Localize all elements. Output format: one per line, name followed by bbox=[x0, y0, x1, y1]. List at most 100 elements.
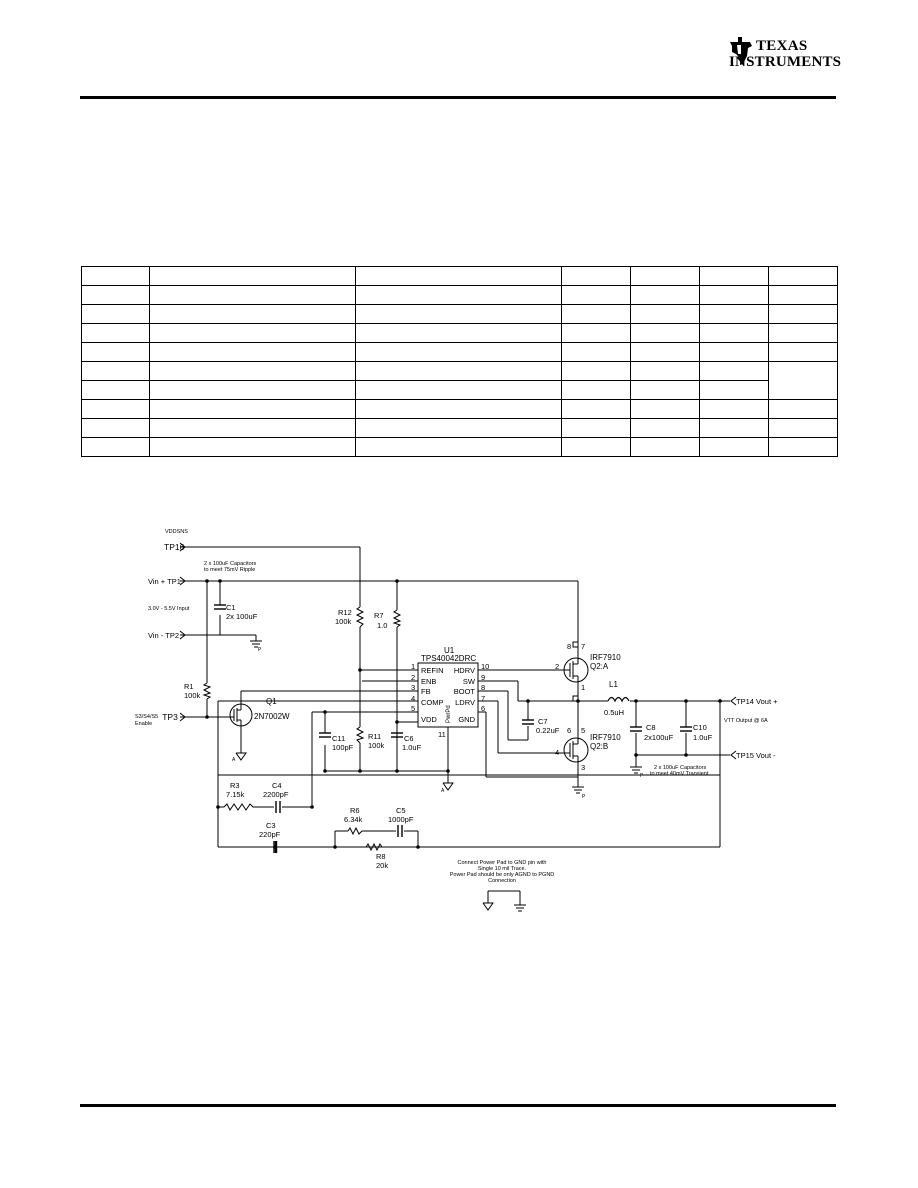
table-row bbox=[81, 437, 838, 457]
r7-symbol bbox=[392, 609, 402, 628]
table-cell bbox=[561, 380, 631, 400]
table-row bbox=[81, 380, 838, 400]
table-cell bbox=[768, 266, 838, 286]
r12-symbol bbox=[355, 606, 365, 628]
schematic-wires bbox=[180, 546, 730, 848]
table-cell bbox=[149, 266, 356, 286]
u1-pin-num: 3 bbox=[411, 683, 415, 692]
ground-p-label: P bbox=[258, 647, 262, 653]
ti-logo-icon bbox=[730, 37, 752, 65]
u1-pin-name: ENB bbox=[421, 677, 436, 686]
table-row bbox=[81, 418, 838, 438]
table-cell bbox=[630, 399, 700, 419]
table-cell bbox=[699, 399, 769, 419]
table-cell bbox=[81, 437, 150, 457]
table-cell bbox=[149, 418, 356, 438]
table-cell bbox=[355, 437, 562, 457]
r7-ref: R7 bbox=[374, 611, 384, 620]
u1-pin-num: 10 bbox=[481, 662, 489, 671]
footer-rule bbox=[80, 1104, 836, 1107]
table-cell bbox=[699, 285, 769, 305]
u1-pad-label: PwrPd bbox=[446, 705, 452, 723]
c10-symbol bbox=[680, 726, 692, 732]
u1-pin-name: HDRV bbox=[454, 666, 475, 675]
r11-symbol bbox=[355, 726, 365, 744]
u1-pin-num: 1 bbox=[411, 662, 415, 671]
r6-value: 6.34k bbox=[344, 815, 363, 824]
table-cell bbox=[630, 266, 700, 286]
table-cell bbox=[149, 399, 356, 419]
net-vddsns-label: VDDSNS bbox=[165, 529, 188, 535]
table-cell bbox=[149, 323, 356, 343]
c5-ref: C5 bbox=[396, 806, 406, 815]
q2b-pin: 5 bbox=[581, 726, 585, 735]
tp3-label: TP3 bbox=[162, 712, 178, 722]
ground-a-label: A bbox=[232, 757, 236, 763]
table-cell bbox=[630, 304, 700, 324]
c6-value: 1.0uF bbox=[402, 743, 422, 752]
c8-value: 2x100uF bbox=[644, 733, 674, 742]
c10-ref: C10 bbox=[693, 723, 707, 732]
r6-ref: R6 bbox=[350, 806, 360, 815]
junction-dots bbox=[205, 579, 722, 849]
u1-pin-name: SW bbox=[463, 677, 476, 686]
table-cell bbox=[355, 323, 562, 343]
c7-ref: C7 bbox=[538, 717, 548, 726]
c4-symbol bbox=[275, 801, 281, 813]
brand-line2: INSTRUMENTS bbox=[729, 54, 842, 70]
c7-value: 0.22uF bbox=[536, 726, 560, 735]
table-cell bbox=[149, 342, 356, 362]
table-row bbox=[81, 285, 838, 305]
ground-p-icon bbox=[514, 904, 526, 912]
u1-pin-num: 7 bbox=[481, 694, 485, 703]
q2a-pin: 2 bbox=[555, 662, 559, 671]
table-cell bbox=[561, 285, 631, 305]
q1-ref: Q1 bbox=[266, 697, 277, 706]
tp16-label: TP16 bbox=[164, 542, 185, 552]
table-cell bbox=[561, 399, 631, 419]
table-cell bbox=[768, 361, 838, 400]
table-cell bbox=[630, 323, 700, 343]
u1-pin-name: BOOT bbox=[454, 687, 476, 696]
table-cell bbox=[561, 304, 631, 324]
c7-symbol bbox=[522, 719, 534, 725]
ground-a-icon bbox=[235, 752, 247, 761]
brand-line1: TEXAS bbox=[756, 38, 808, 54]
c10-value: 1.0uF bbox=[693, 733, 713, 742]
c5-symbol bbox=[397, 825, 403, 837]
parts-table bbox=[81, 266, 838, 457]
table-cell bbox=[81, 304, 150, 324]
connector-arrows bbox=[179, 542, 737, 760]
table-cell bbox=[355, 285, 562, 305]
r11-value: 100k bbox=[368, 741, 385, 750]
u1-pin-name: FB bbox=[421, 687, 431, 696]
table-cell bbox=[630, 418, 700, 438]
table-cell bbox=[768, 323, 838, 343]
table-cell bbox=[149, 361, 356, 381]
table-cell bbox=[561, 266, 631, 286]
q2b-ref: IRF7910 bbox=[590, 733, 621, 742]
table-cell bbox=[768, 418, 838, 438]
table-cell bbox=[699, 380, 769, 400]
note-output-1: 2 x 100uF Capacitors bbox=[654, 765, 707, 771]
table-cell bbox=[355, 380, 562, 400]
ground-p-label: P bbox=[640, 773, 644, 779]
capacitor-symbols bbox=[214, 604, 692, 853]
u1-pin-num: 2 bbox=[411, 673, 415, 682]
table-row bbox=[81, 304, 838, 324]
u1-pin-num: 8 bbox=[481, 683, 485, 692]
ground-p-icon bbox=[250, 640, 262, 648]
q2a-symbol bbox=[560, 641, 589, 683]
c8-ref: C8 bbox=[646, 723, 656, 732]
table-cell bbox=[699, 437, 769, 457]
table-cell bbox=[149, 285, 356, 305]
tp1-label: Vin + TP1 bbox=[148, 577, 181, 586]
tp14-label: TP14 Vout + bbox=[736, 697, 778, 706]
table-cell bbox=[355, 399, 562, 419]
table-cell bbox=[81, 323, 150, 343]
r8-ref: R8 bbox=[376, 852, 386, 861]
table-cell bbox=[561, 342, 631, 362]
table-cell bbox=[768, 437, 838, 457]
q2b-pin: 6 bbox=[567, 726, 571, 735]
tp2-label: Vin - TP2 bbox=[148, 631, 179, 640]
